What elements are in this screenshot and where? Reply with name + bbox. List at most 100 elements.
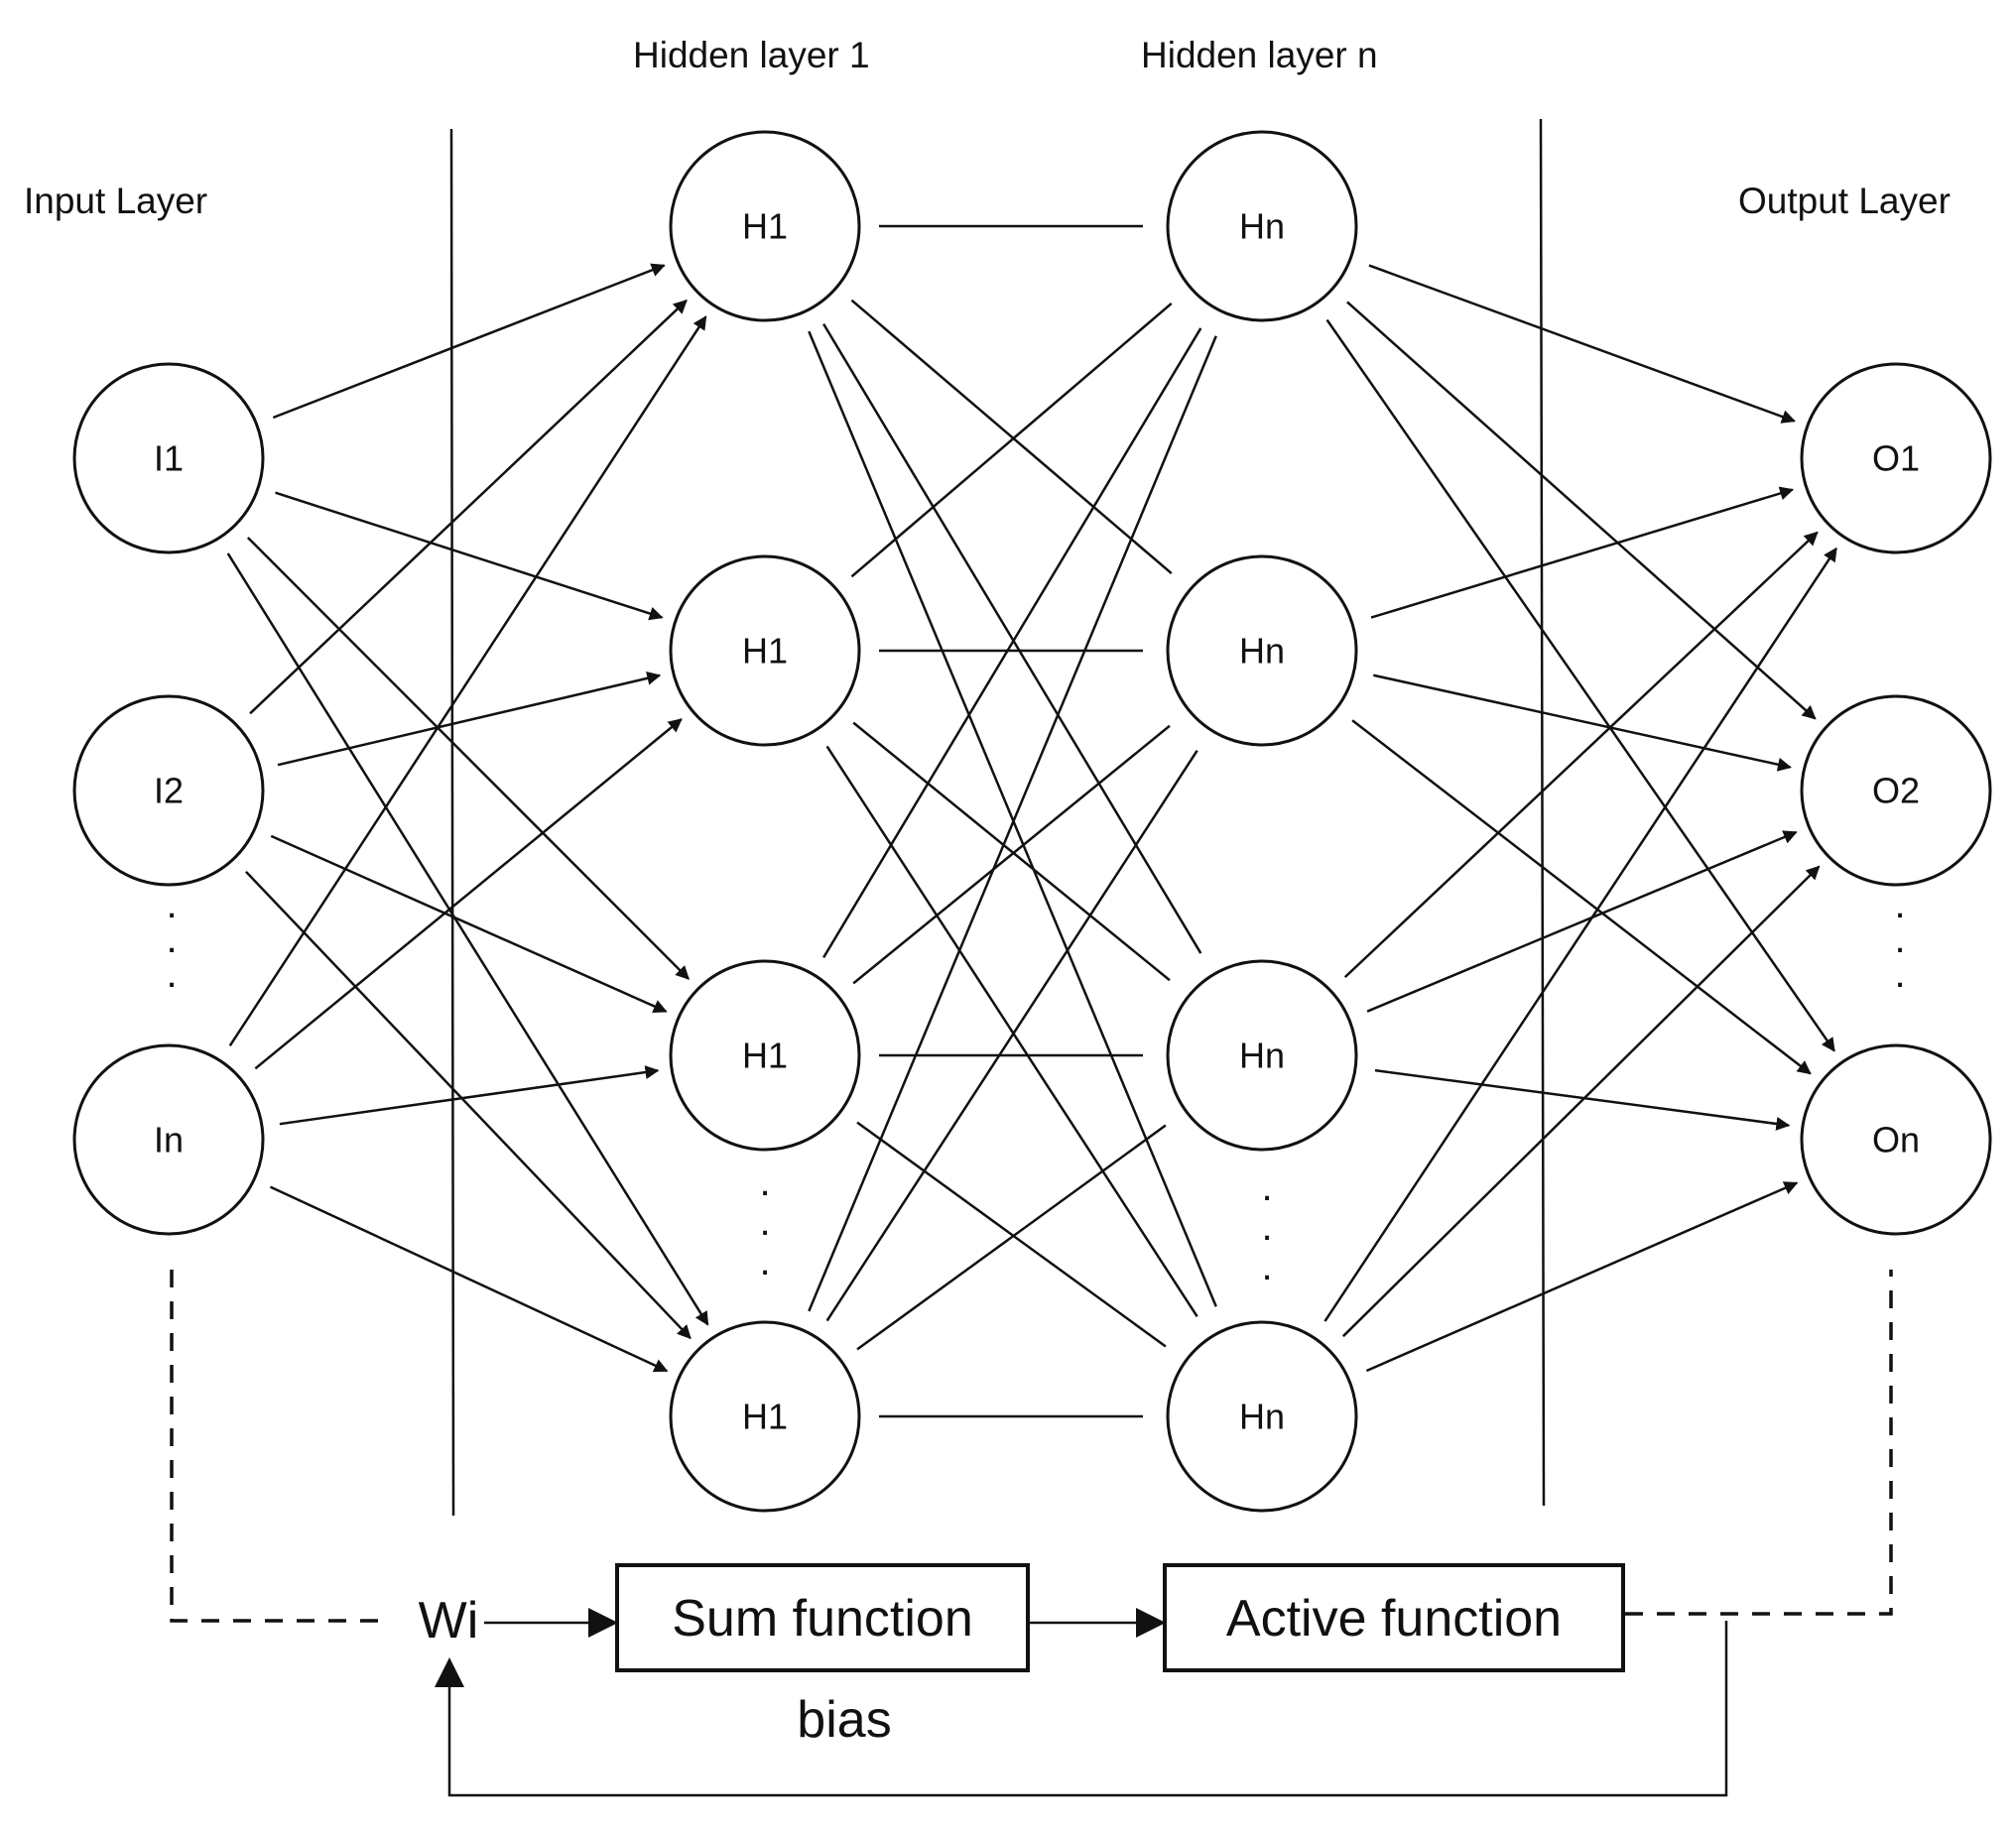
svg-text:.: .: [1894, 952, 1905, 996]
connection-h1-1-hn-4: [808, 330, 1217, 1307]
hiddenn-node-3: Hn: [1166, 959, 1358, 1152]
node-label: In: [154, 1120, 184, 1161]
connection-h1-3-hn-2: [852, 724, 1171, 985]
node-label: Hn: [1239, 1397, 1285, 1437]
connection-i2-h1-2: [277, 671, 662, 767]
connection-i1-h1-1: [272, 263, 666, 420]
node-circle: [72, 1043, 265, 1236]
separator-right: [1539, 118, 1546, 1507]
svg-text:.: .: [759, 1240, 770, 1283]
input-layer-label: Input Layer: [24, 181, 207, 221]
node-label: O1: [1872, 438, 1920, 479]
node-circle: [1166, 1320, 1358, 1513]
node-label: I2: [154, 771, 184, 811]
ellipsis-hidden1: . . .: [759, 1161, 770, 1283]
connection-h1-4-hn-1: [808, 335, 1217, 1312]
node-label: Hn: [1239, 631, 1285, 672]
sum-function-label: Sum function: [672, 1590, 973, 1648]
input-node-2: I2: [72, 694, 265, 887]
node-circle: [669, 130, 861, 322]
hiddenn-node-2: Hn: [1166, 554, 1358, 747]
connection-i2-h1-3: [270, 834, 668, 1014]
hidden-layer-n-label: Hidden layer n: [1141, 35, 1378, 75]
node-label: Hn: [1239, 1036, 1285, 1076]
node-label: H1: [742, 631, 788, 672]
node-circle: [1166, 554, 1358, 747]
hidden1-node-2: H1: [669, 554, 861, 747]
input-node-3: In: [72, 1043, 265, 1236]
connections: [226, 224, 1837, 1418]
connection-h1-2-hn-1: [850, 302, 1173, 578]
output-node-1: O1: [1800, 362, 1992, 554]
separator-left: [449, 128, 455, 1517]
hidden1-node-3: H1: [669, 959, 861, 1152]
node-label: H1: [742, 1397, 788, 1437]
ellipsis-input: . . .: [166, 883, 177, 996]
svg-text:.: .: [1261, 1245, 1272, 1288]
connection-h1-3-hn-4: [856, 1121, 1167, 1348]
connection-hn-3-o3: [1374, 1068, 1791, 1131]
connection-h1-3-hn-1: [822, 327, 1202, 958]
svg-text:.: .: [759, 1161, 770, 1204]
feedback-loop-arrow: [435, 1621, 1728, 1797]
connection-i1-h1-2: [275, 491, 664, 621]
connection-h1-2-hn-4: [825, 745, 1198, 1318]
connection-i2-h1-1: [249, 299, 688, 715]
connection-h1-4-hn-2: [825, 749, 1198, 1322]
connection-hn-1-o2: [1346, 301, 1817, 720]
hiddenn-node-1: Hn: [1166, 130, 1358, 322]
svg-text:.: .: [1261, 1165, 1272, 1209]
node-circle: [669, 959, 861, 1152]
svg-text:.: .: [166, 883, 177, 926]
connection-h1-4-hn-3: [856, 1124, 1167, 1351]
svg-text:.: .: [1894, 883, 1905, 926]
output-layer-label: Output Layer: [1738, 181, 1951, 221]
connection-hn-4-o3: [1365, 1181, 1799, 1373]
connection-hn-1-o1: [1368, 264, 1796, 424]
bottom-flow: Wi Sum function Active function bias: [170, 1270, 1893, 1797]
dashed-input-link: [170, 1270, 387, 1623]
node-circle: [72, 694, 265, 887]
connection-hn-2-o1: [1370, 486, 1795, 619]
hidden1-node-4: H1: [669, 1320, 861, 1513]
connection-h1-1-hn-3: [822, 323, 1202, 954]
dashed-output-link: [1625, 1270, 1893, 1616]
svg-text:.: .: [166, 952, 177, 996]
output-node-2: O2: [1800, 694, 1992, 887]
node-label: On: [1872, 1120, 1920, 1161]
node-label: Hn: [1239, 206, 1285, 247]
node-circle: [1166, 130, 1358, 322]
connection-i3-h1-1: [228, 315, 707, 1047]
svg-text:.: .: [166, 917, 177, 961]
connection-hn-1-o3: [1325, 318, 1835, 1052]
node-circle: [669, 1320, 861, 1513]
connection-i1-h1-3: [246, 537, 690, 980]
connection-i2-h1-4: [245, 870, 692, 1340]
node-label: H1: [742, 1036, 788, 1076]
input-node-1: I1: [72, 362, 265, 554]
bias-label: bias: [797, 1691, 891, 1749]
output-node-3: On: [1800, 1043, 1992, 1236]
connection-i3-h1-3: [279, 1065, 660, 1126]
ellipsis-hiddenn: . . .: [1261, 1165, 1272, 1288]
active-function-box: [1163, 1563, 1625, 1672]
active-function-label: Active function: [1226, 1590, 1562, 1648]
connection-hn-3-o2: [1366, 830, 1798, 1013]
connection-h1-1-hn-2: [850, 299, 1173, 575]
connection-hn-4-o2: [1341, 865, 1821, 1338]
node-circle: [669, 554, 861, 747]
node-circle: [72, 362, 265, 554]
sum-function-box: [615, 1563, 1030, 1672]
svg-text:.: .: [1261, 1205, 1272, 1249]
hiddenn-node-4: Hn: [1166, 1320, 1358, 1513]
connection-hn-2-o2: [1373, 673, 1792, 772]
connection-hn-4-o1: [1323, 547, 1837, 1322]
node-label: I1: [154, 438, 184, 479]
node-label: O2: [1872, 771, 1920, 811]
hidden-layer-1-label: Hidden layer 1: [633, 35, 870, 75]
node-circle: [1166, 959, 1358, 1152]
ellipsis-output: . . .: [1894, 883, 1905, 996]
connection-i3-h1-2: [254, 718, 683, 1070]
